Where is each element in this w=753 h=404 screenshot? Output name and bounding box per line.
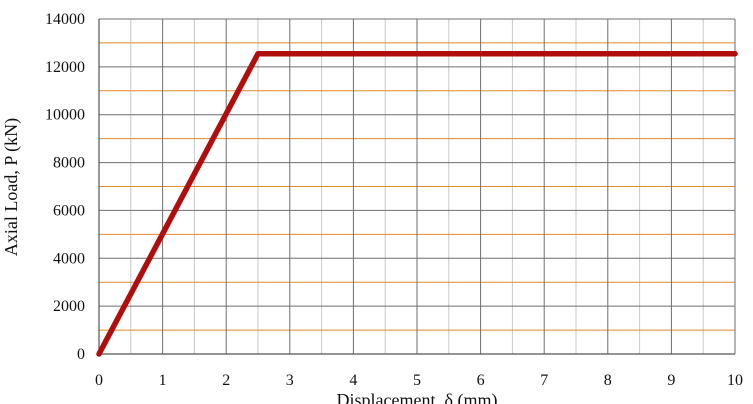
x-tick-label: 3: [286, 372, 294, 389]
x-tick-label: 7: [540, 372, 548, 389]
x-tick-label: 8: [604, 372, 612, 389]
y-tick-label: 10000: [45, 107, 85, 124]
x-axis-label: Displacement, δ (mm): [337, 390, 498, 404]
y-tick-label: 0: [77, 346, 85, 363]
grid: [99, 18, 736, 354]
axes: [98, 19, 735, 355]
y-tick-label: 14000: [45, 11, 85, 28]
y-tick-label: 6000: [53, 202, 85, 219]
tick-labels: 0 1 2 3 4 5 6 7 8 9 10 0 2000 4000 6000 8000 10000 12000 1…: [45, 11, 743, 389]
y-tick-label: 8000: [53, 155, 85, 172]
x-tick-label: 9: [667, 372, 675, 389]
x-tick-label: 10: [727, 372, 743, 389]
x-tick-label: 2: [222, 372, 230, 389]
x-tick-label: 4: [349, 372, 357, 389]
x-tick-label: 0: [95, 372, 103, 389]
series: [96, 50, 738, 357]
x-tick-label: 5: [413, 372, 421, 389]
y-axis-label: Axial Load, P (kN): [1, 118, 22, 256]
x-tick-label: 1: [159, 372, 167, 389]
x-tick-label: 6: [477, 372, 485, 389]
y-tick-label: 2000: [53, 298, 85, 315]
y-tick-label: 12000: [45, 59, 85, 76]
y-tick-label: 4000: [53, 250, 85, 267]
load-displacement-line: [96, 50, 738, 357]
